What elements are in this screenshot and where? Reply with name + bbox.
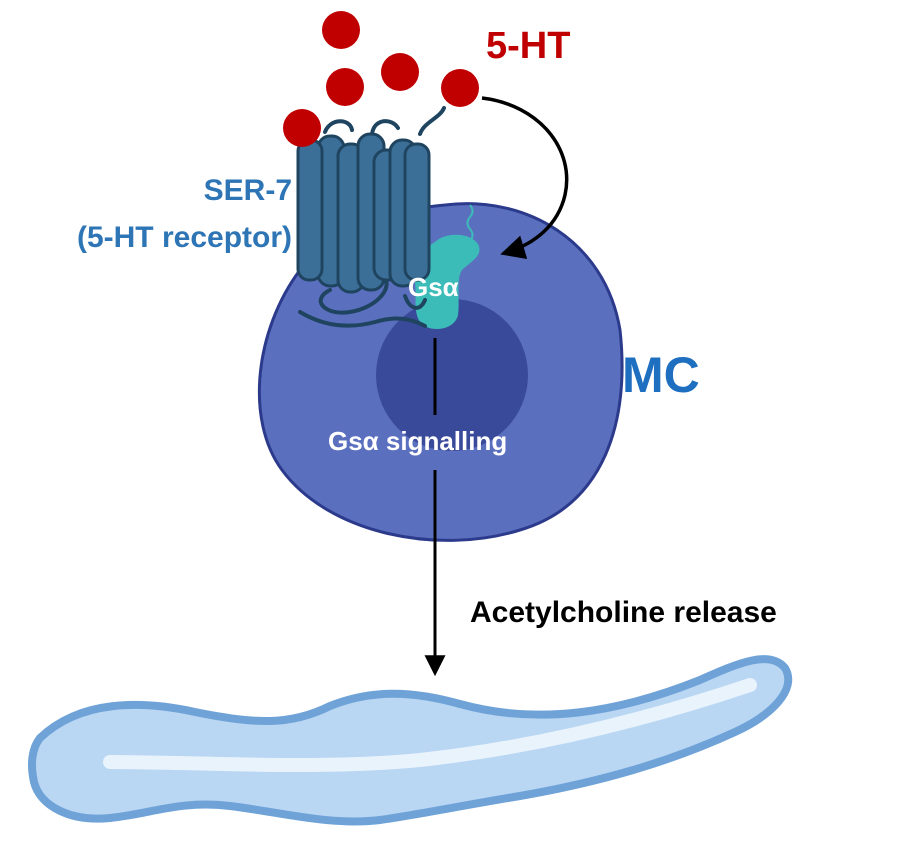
receptor-desc-label: (5-HT receptor) <box>77 221 292 254</box>
ligand-dot <box>441 69 479 107</box>
ligand-dot <box>381 53 419 91</box>
cell-label: MC <box>622 347 700 403</box>
binding-arrow <box>481 96 569 260</box>
ligand-dot <box>322 11 360 49</box>
output-label: Acetylcholine release <box>470 596 777 629</box>
serotonin-molecule-icon <box>283 11 479 147</box>
gpcr-seven-helix-icon <box>296 106 446 328</box>
ligand-label: 5-HT <box>486 25 570 67</box>
muscle-cell-body <box>28 655 793 826</box>
ligand-dot <box>326 68 364 106</box>
receptor-name-label: SER-7 <box>204 174 292 207</box>
muscle-cell-highlight <box>103 678 757 773</box>
muscle-cell-icon <box>28 655 793 826</box>
ligand-dot <box>283 109 321 147</box>
signalling-label: Gsα signalling <box>328 426 507 456</box>
nucleus <box>376 299 528 451</box>
g-protein-label: Gsα <box>408 272 459 302</box>
